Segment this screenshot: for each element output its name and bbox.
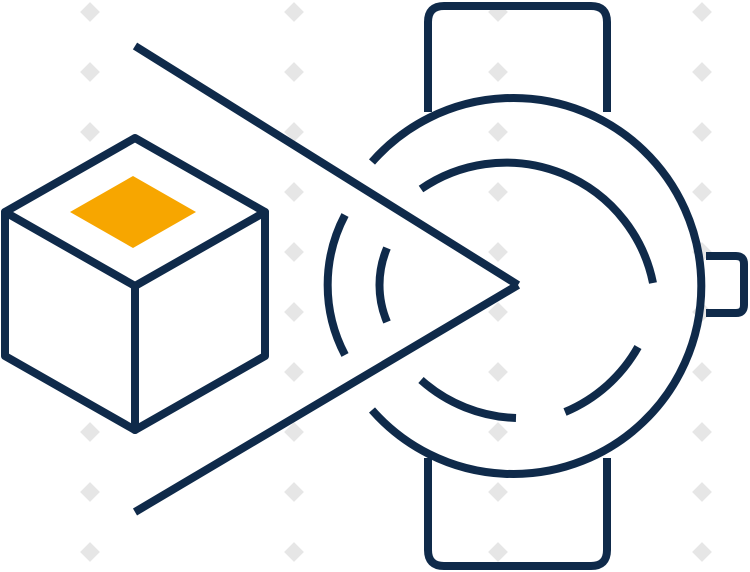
box-icon <box>1 134 269 434</box>
watermark-diamond <box>80 62 100 82</box>
watermark-diamond <box>488 422 508 442</box>
watermark-diamond <box>284 242 304 262</box>
watermark-diamond <box>284 482 304 502</box>
watermark-diamond <box>284 2 304 22</box>
watermark-diamond <box>80 482 100 502</box>
watermark-diamond <box>692 422 712 442</box>
watermark-diamond <box>488 242 508 262</box>
watermark-diamond <box>692 122 712 142</box>
watermark-diamond <box>284 422 304 442</box>
watermark-diamond <box>284 122 304 142</box>
watermark-diamond <box>284 362 304 382</box>
cone-upper-line <box>132 42 521 289</box>
watch-dial-right-arc <box>563 345 642 416</box>
watermark-diamond <box>488 182 508 202</box>
wave-inner <box>375 246 391 324</box>
watch-dial-lower-arc <box>418 377 517 422</box>
watermark-diamond <box>488 122 508 142</box>
watermark-diamond <box>80 122 100 142</box>
watermark-diamond <box>692 62 712 82</box>
watermark-diamond <box>692 2 712 22</box>
watch-crown <box>706 252 748 317</box>
smartwatch-icon <box>368 2 748 570</box>
signal-cone-icon <box>132 42 521 516</box>
watermark-diamond <box>692 482 712 502</box>
watermark-diamond <box>284 62 304 82</box>
watermark-diamond <box>284 182 304 202</box>
watermark-diamond <box>488 362 508 382</box>
watermark-diamond <box>692 542 712 562</box>
watermark-diamond <box>488 302 508 322</box>
watch-case <box>368 94 706 478</box>
watermark-diamond <box>80 542 100 562</box>
watch-dial-upper-arc <box>418 158 657 284</box>
wave-outer <box>323 213 349 357</box>
watermark-diamond <box>488 62 508 82</box>
wireless-waves-icon <box>323 213 391 357</box>
watermark-diamond <box>80 2 100 22</box>
watch-strap-bottom <box>424 458 611 570</box>
watermark-diamond <box>692 362 712 382</box>
watermark-diamond <box>488 482 508 502</box>
watermark-diamond <box>80 422 100 442</box>
watch-strap-top <box>424 2 611 112</box>
watermark-diamond <box>692 182 712 202</box>
cone-lower-line <box>132 281 521 516</box>
watermark-diamond <box>284 302 304 322</box>
watermark-diamond <box>284 542 304 562</box>
watermark-diamond <box>488 542 508 562</box>
box-top-accent <box>70 176 196 248</box>
